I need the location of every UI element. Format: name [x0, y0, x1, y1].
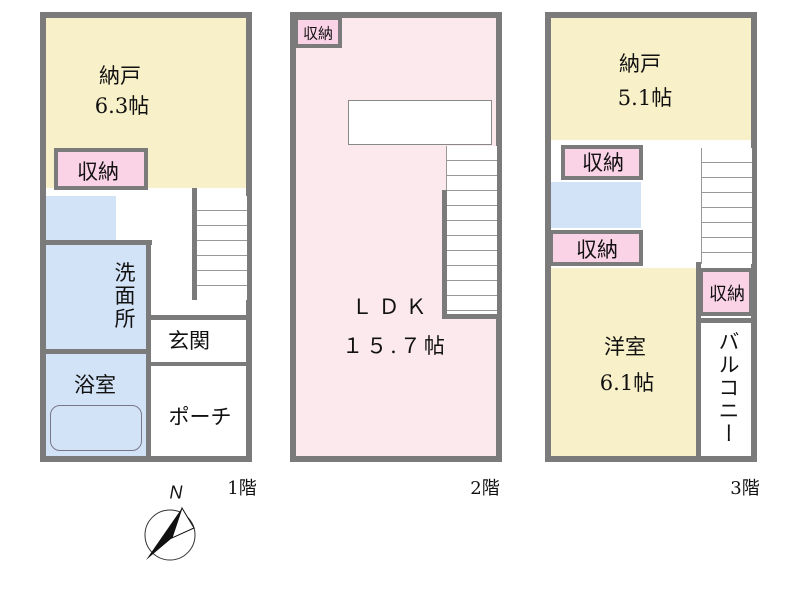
wall: [46, 349, 146, 354]
floor1-storage-room-size: 6.3帖: [94, 94, 150, 118]
wall: [696, 262, 701, 460]
floor3-western-room-name: 洋室: [604, 335, 646, 359]
floor1-bathroom-label: 浴室: [74, 373, 116, 397]
floor1-washroom-label: 洗面所: [112, 261, 136, 331]
floor1-storage-room-name: 納戸: [99, 64, 141, 88]
floor3-storage-room: [551, 18, 751, 140]
floor2-label: 2階: [470, 478, 500, 499]
floor2-closet: [294, 16, 342, 48]
wall: [46, 240, 152, 245]
floor3-closet2-label: 収納: [576, 238, 618, 262]
floor1-toilet: [46, 196, 116, 240]
compass-north-label: N: [169, 482, 183, 503]
floor3-closet1: [561, 145, 643, 180]
floor3-stairs: [701, 148, 752, 264]
floor3-closet2: [549, 230, 643, 266]
floor3-western-room-size: 6.1帖: [599, 371, 655, 395]
floor3-closet1-label: 収納: [582, 151, 624, 175]
wall: [146, 240, 151, 462]
floor1-porch-label: ポーチ: [168, 405, 232, 429]
wall: [442, 190, 447, 315]
floor2-ldk-name: ＬＤＫ: [351, 295, 433, 319]
wall: [192, 188, 197, 300]
floor1-washroom: [46, 245, 146, 349]
floor3-closet3: [699, 268, 753, 316]
floor3-storage-room-name: 納戸: [619, 52, 661, 76]
floor1-label: 1階: [227, 478, 257, 499]
floor1-closet: [54, 148, 148, 190]
floor1-closet-label: 収納: [77, 160, 119, 184]
floor3-closet3-label: 収納: [709, 284, 745, 305]
floor3-label: 3階: [730, 478, 760, 499]
kitchen-counter: [348, 100, 492, 145]
floor3-balcony-label: バルコニー: [716, 330, 740, 446]
wall: [701, 318, 753, 323]
bathtub: [50, 405, 142, 451]
floor1-entrance-label: 玄関: [168, 329, 210, 353]
wall: [442, 314, 498, 319]
floor2-ldk-size: １５.７帖: [342, 334, 448, 358]
floor2-closet-label: 収納: [302, 24, 334, 43]
wall: [151, 315, 251, 320]
floor3-storage-room-size: 5.1帖: [617, 86, 673, 110]
wall: [151, 362, 251, 366]
floor3-toilet: [551, 182, 641, 228]
floor3-western-room: [551, 268, 697, 456]
